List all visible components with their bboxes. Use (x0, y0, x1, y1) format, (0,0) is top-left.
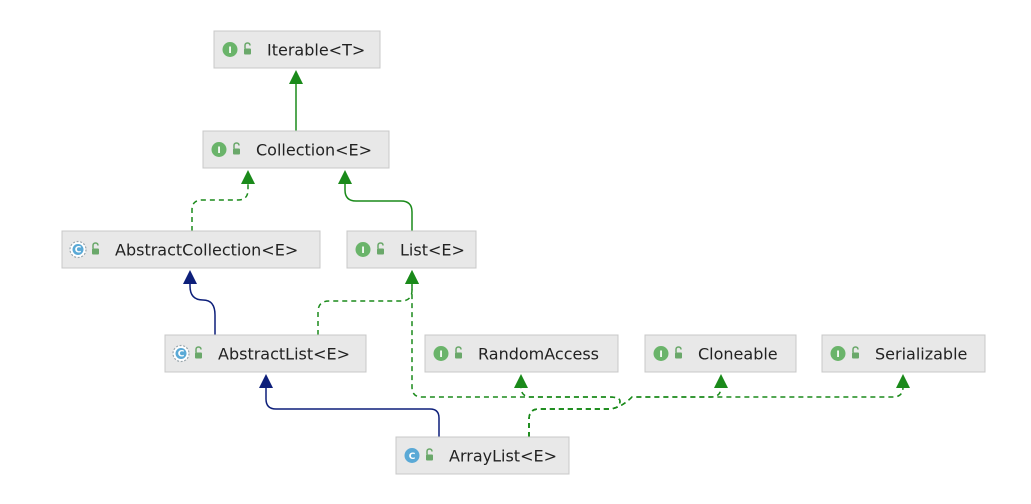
svg-text:I: I (659, 350, 662, 360)
unlock-icon (233, 142, 240, 155)
node-abstract-list[interactable]: C AbstractList<E> (164, 334, 367, 373)
arrowhead-icon (241, 170, 255, 184)
edge-line (528, 386, 722, 437)
node-label: Iterable<T> (267, 41, 365, 60)
svg-text:I: I (836, 350, 839, 360)
edge-collection-to-iterable (289, 70, 303, 131)
node-label: AbstractCollection<E> (115, 241, 298, 260)
unlock-icon (377, 242, 384, 255)
node-box (395, 436, 570, 475)
edge-abstract-list-to-abstract-collection (183, 270, 216, 335)
node-serializable[interactable]: I Serializable (821, 334, 986, 373)
edge-line (265, 388, 440, 437)
node-iterable[interactable]: I Iterable<T> (213, 30, 381, 69)
node-collection[interactable]: I Collection<E> (202, 130, 390, 169)
arrowhead-icon (514, 374, 528, 388)
edge-line (520, 386, 621, 437)
edge-line (189, 284, 216, 335)
arrowhead-icon (405, 270, 419, 284)
node-label: ArrayList<E> (449, 447, 557, 466)
node-label: Cloneable (698, 345, 778, 364)
interface-icon: I (830, 346, 846, 361)
abstract-class-icon: C (172, 344, 190, 363)
edge-abstract-collection-to-collection (191, 170, 255, 231)
unlock-icon (244, 42, 251, 55)
arrowhead-icon (289, 70, 303, 84)
arrowhead-icon (259, 374, 273, 388)
interface-icon: I (222, 42, 238, 57)
unlock-icon (852, 346, 859, 359)
node-label: AbstractList<E> (218, 345, 350, 364)
edge-arraylist-to-random-access (514, 374, 621, 437)
node-box (213, 30, 381, 69)
node-abstract-collection[interactable]: C AbstractCollection<E> (61, 230, 321, 269)
edge-arraylist-to-serializable (528, 374, 910, 437)
svg-text:I: I (439, 350, 442, 360)
node-random-access[interactable]: I RandomAccess (424, 334, 619, 373)
abstract-class-icon: C (69, 240, 87, 259)
svg-text:C: C (178, 350, 185, 360)
arrowhead-icon (714, 374, 728, 388)
node-box (821, 334, 986, 373)
svg-text:C: C (75, 246, 82, 256)
edge-line (528, 386, 904, 437)
svg-text:I: I (228, 46, 231, 56)
unlock-icon (92, 242, 99, 255)
edge-abstract-list-to-list (317, 270, 419, 335)
node-label: List<E> (400, 241, 465, 260)
node-label: Serializable (875, 345, 967, 364)
unlock-icon (675, 346, 682, 359)
unlock-icon (195, 346, 202, 359)
svg-text:I: I (361, 246, 364, 256)
svg-text:C: C (409, 452, 416, 462)
node-arraylist[interactable]: C ArrayList<E> (395, 436, 570, 475)
edge-arraylist-to-abstract-list (259, 374, 440, 437)
edge-arraylist-to-cloneable (528, 374, 728, 437)
unlock-icon (426, 448, 433, 461)
svg-text:I: I (217, 146, 220, 156)
node-label: RandomAccess (478, 345, 599, 364)
node-list[interactable]: I List<E> (346, 230, 477, 269)
unlock-icon (455, 346, 462, 359)
class-icon: C (404, 448, 420, 463)
interface-icon: I (653, 346, 669, 361)
edges-layer (183, 70, 910, 437)
arrowhead-icon (896, 374, 910, 388)
node-cloneable[interactable]: I Cloneable (644, 334, 797, 373)
edge-list-to-collection (338, 170, 413, 231)
nodes-layer: I Iterable<T> I Collection<E> C AbstractColle… (61, 30, 986, 475)
node-box (61, 230, 321, 269)
edge-line (344, 184, 413, 231)
arrowhead-icon (338, 170, 352, 184)
edge-line (191, 184, 249, 231)
edge-line (317, 284, 413, 335)
node-label: Collection<E> (256, 141, 372, 160)
arrowhead-icon (183, 270, 197, 284)
interface-icon: I (355, 242, 371, 257)
interface-icon: I (433, 346, 449, 361)
interface-icon: I (211, 142, 227, 157)
node-box (644, 334, 797, 373)
